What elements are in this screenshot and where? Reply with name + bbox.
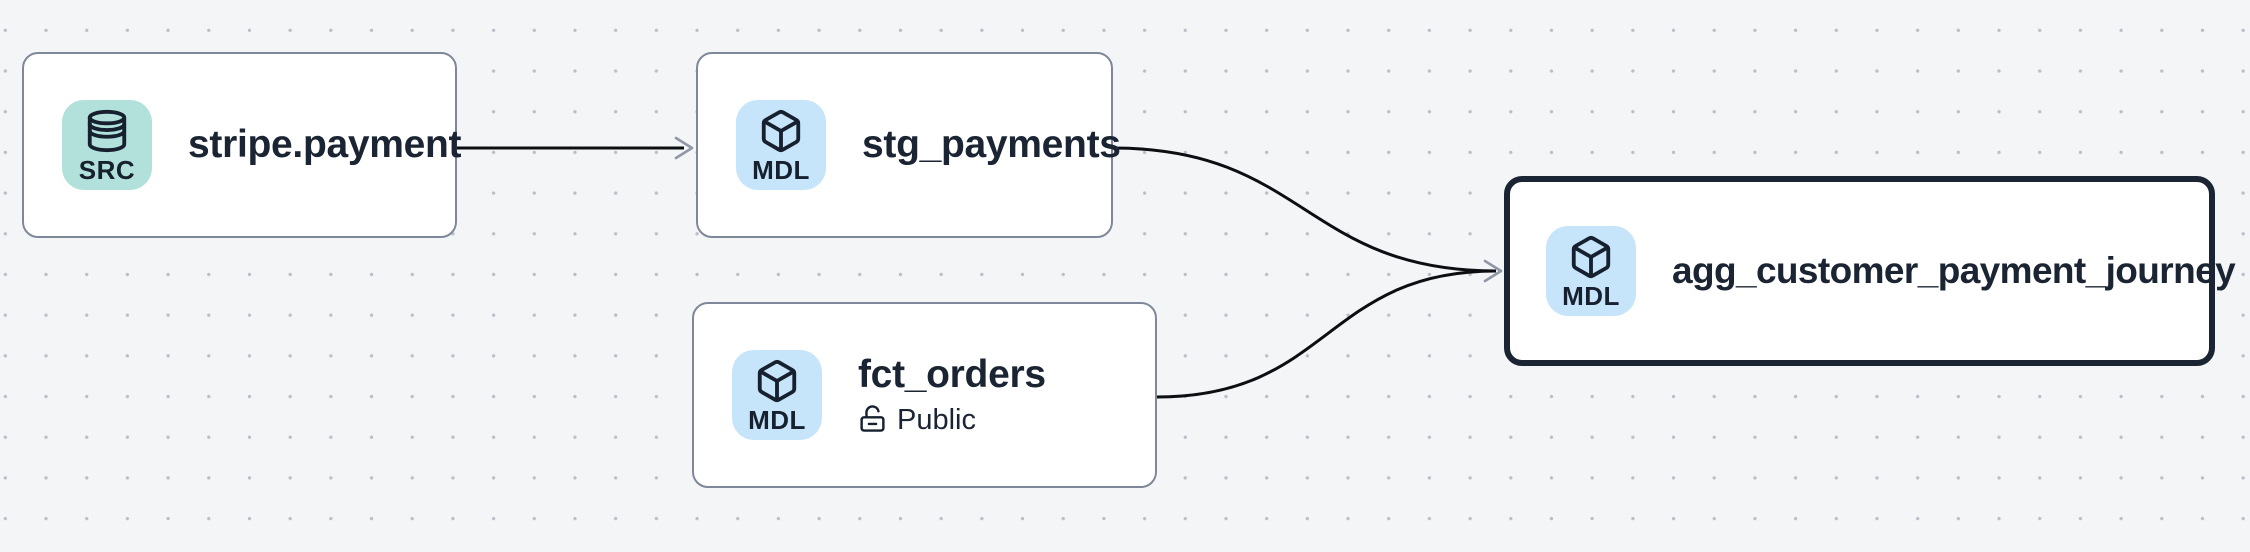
node-title: agg_customer_payment_journey	[1672, 249, 2236, 291]
database-icon	[84, 108, 130, 154]
access-tag: Public	[858, 404, 1046, 438]
edge-fct-to-agg	[1156, 269, 1497, 399]
badge-label: MDL	[1562, 280, 1620, 311]
node-agg-customer-payment-journey[interactable]: MDL agg_customer_payment_journey	[1504, 176, 2236, 366]
node-stg-payments[interactable]: MDL stg_payments	[696, 52, 1121, 238]
cube-icon	[1568, 234, 1614, 280]
arrowhead-agg	[1483, 259, 1503, 283]
node-title: fct_orders	[858, 352, 1046, 396]
model-type-badge: MDL	[1546, 226, 1636, 316]
badge-label: SRC	[78, 154, 136, 185]
source-type-badge: SRC	[62, 100, 152, 190]
access-label: Public	[897, 404, 976, 437]
cube-icon	[754, 358, 800, 404]
node-fct-orders[interactable]: MDL fct_orders Public	[692, 302, 1157, 488]
arrowhead-stg	[674, 136, 694, 160]
node-title: stripe.payment	[188, 122, 462, 166]
badge-label: MDL	[748, 404, 806, 435]
badge-label: MDL	[752, 154, 810, 185]
model-type-badge: MDL	[732, 350, 822, 440]
cube-icon	[758, 108, 804, 154]
edge-stg-to-agg	[1112, 146, 1497, 273]
lock-open-icon	[858, 404, 887, 438]
node-title: stg_payments	[862, 122, 1121, 166]
node-stripe-payment[interactable]: SRC stripe.payment	[22, 52, 462, 238]
model-type-badge: MDL	[736, 100, 826, 190]
